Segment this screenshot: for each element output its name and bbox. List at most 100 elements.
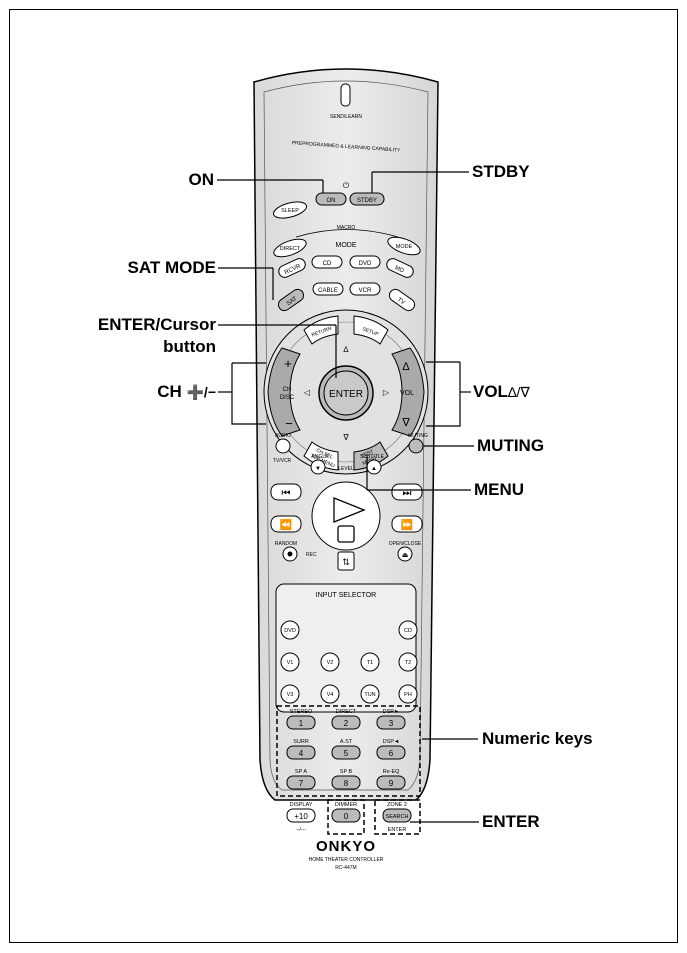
- dimmer-label: DIMMER: [335, 802, 357, 808]
- leader-lines: [217, 171, 479, 823]
- numeric-caption-direct2: DIRECT: [336, 709, 357, 715]
- skip-fwd-icon: ⏭: [403, 488, 412, 499]
- rewind-button[interactable]: [270, 515, 302, 533]
- callout-enter: ENTER: [482, 812, 540, 831]
- dvd-label: DVD: [359, 261, 372, 267]
- cursor-down-icon[interactable]: ∇: [342, 433, 349, 442]
- digit-7-label: 7: [299, 779, 304, 788]
- digit-4-button[interactable]: [286, 745, 316, 760]
- sat-button[interactable]: [276, 287, 306, 313]
- digit-1-button[interactable]: [286, 715, 316, 730]
- direct-button[interactable]: [272, 236, 309, 261]
- stop-icon[interactable]: [337, 525, 355, 543]
- level-label: LEVEL: [338, 466, 354, 472]
- level-down-icon: ▼: [315, 466, 321, 472]
- tv-label: TV: [396, 297, 406, 306]
- input-cd-button[interactable]: [398, 620, 418, 640]
- send-learn-switch[interactable]: [340, 83, 351, 107]
- numeric-keys-box: [276, 705, 421, 797]
- open-close-button[interactable]: [397, 546, 413, 562]
- repeat-button[interactable]: [337, 551, 355, 571]
- digit-5-label: 5: [344, 749, 349, 758]
- ch-disc-label-2: DISC: [280, 395, 295, 401]
- digit-9-button[interactable]: [376, 775, 406, 790]
- mode-button[interactable]: [386, 234, 423, 259]
- digit-4-label: 4: [299, 749, 304, 758]
- digit-3-button[interactable]: [376, 715, 406, 730]
- enter-box: [374, 799, 421, 835]
- sat-label: SAT: [286, 296, 299, 308]
- dvd-button[interactable]: [349, 255, 381, 269]
- direct-button-label: DIRECT: [280, 246, 301, 252]
- callout-enter-cursor-2: button: [163, 337, 216, 356]
- input-dvd-button[interactable]: [280, 620, 300, 640]
- input-v2-button[interactable]: [320, 652, 340, 672]
- enter-center-label: ENTER: [329, 389, 363, 400]
- input-tun-button[interactable]: [360, 684, 380, 704]
- ch-rocker[interactable]: [267, 347, 301, 437]
- play-icon[interactable]: [333, 497, 366, 523]
- cursor-left-icon[interactable]: ◁: [304, 388, 311, 397]
- repeat-icon: ⇅: [342, 557, 350, 567]
- skip-back-button[interactable]: [270, 483, 302, 501]
- input-v3-label: V3: [287, 692, 294, 698]
- digit-8-button[interactable]: [331, 775, 361, 790]
- vcr-button[interactable]: [349, 282, 381, 296]
- tv-button[interactable]: [387, 287, 417, 313]
- callout-sat-mode: SAT MODE: [127, 258, 216, 277]
- setup-label: SETUP: [361, 326, 379, 338]
- cursor-right-icon[interactable]: ▷: [383, 388, 390, 397]
- numeric-caption-dsp_down: DSP◄: [383, 739, 400, 745]
- cursor-up-icon[interactable]: ∆: [344, 345, 349, 354]
- plus10-button[interactable]: [286, 808, 316, 823]
- input-t1-label: T1: [367, 660, 373, 666]
- plus10-label: +10: [294, 812, 308, 821]
- mode-button-label: MODE: [396, 244, 413, 250]
- sleep-button-label: SLEEP: [281, 208, 299, 214]
- digit-6-button[interactable]: [376, 745, 406, 760]
- power-icon: ⏻: [343, 181, 350, 190]
- audio-label: AUDIO: [275, 433, 291, 439]
- numeric-caption-spa: SP A: [295, 769, 307, 775]
- sleep-button[interactable]: [272, 199, 308, 221]
- skip-back-icon: ⏮: [282, 488, 291, 499]
- input-t2-button[interactable]: [398, 652, 418, 672]
- mode-label: MODE: [336, 242, 357, 249]
- dashes-label: --/---: [296, 827, 306, 833]
- rcvr-button[interactable]: [277, 257, 307, 280]
- digit-2-button[interactable]: [331, 715, 361, 730]
- on-button-label: ON: [327, 198, 336, 204]
- zero-box: [327, 799, 365, 835]
- zero-button[interactable]: [331, 808, 361, 823]
- on-button[interactable]: [315, 192, 347, 206]
- input-v1-button[interactable]: [280, 652, 300, 672]
- input-v3-button[interactable]: [280, 684, 300, 704]
- callout-numeric-keys: Numeric keys: [482, 729, 593, 748]
- fast-forward-button[interactable]: [391, 515, 423, 533]
- muting-button[interactable]: [408, 438, 424, 454]
- setup-button[interactable]: [353, 315, 389, 345]
- input-ph-button[interactable]: [398, 684, 418, 704]
- test-menu-button[interactable]: [353, 441, 389, 471]
- search-enter-button[interactable]: [382, 808, 412, 823]
- model-label: RC-447M: [335, 865, 356, 871]
- stdby-button[interactable]: [349, 192, 385, 206]
- digit-7-button[interactable]: [286, 775, 316, 790]
- audio-button[interactable]: [275, 438, 291, 454]
- cable-button[interactable]: [312, 282, 344, 296]
- digit-5-button[interactable]: [331, 745, 361, 760]
- input-t1-button[interactable]: [360, 652, 380, 672]
- tv-vcr-label: TV/VCR: [273, 458, 292, 464]
- digit-8-label: 8: [344, 779, 349, 788]
- ch-sel-top-menu-button[interactable]: [303, 441, 339, 471]
- input-v4-button[interactable]: [320, 684, 340, 704]
- md-button[interactable]: [385, 257, 415, 280]
- subtitle-label: SUBTITLE: [360, 454, 385, 460]
- vol-rocker[interactable]: [391, 347, 425, 437]
- skip-fwd-button[interactable]: [391, 483, 423, 501]
- digit-1-label: 1: [299, 719, 304, 728]
- cd-button[interactable]: [311, 255, 343, 269]
- level-down-button[interactable]: [310, 459, 326, 475]
- return-button[interactable]: [303, 315, 339, 345]
